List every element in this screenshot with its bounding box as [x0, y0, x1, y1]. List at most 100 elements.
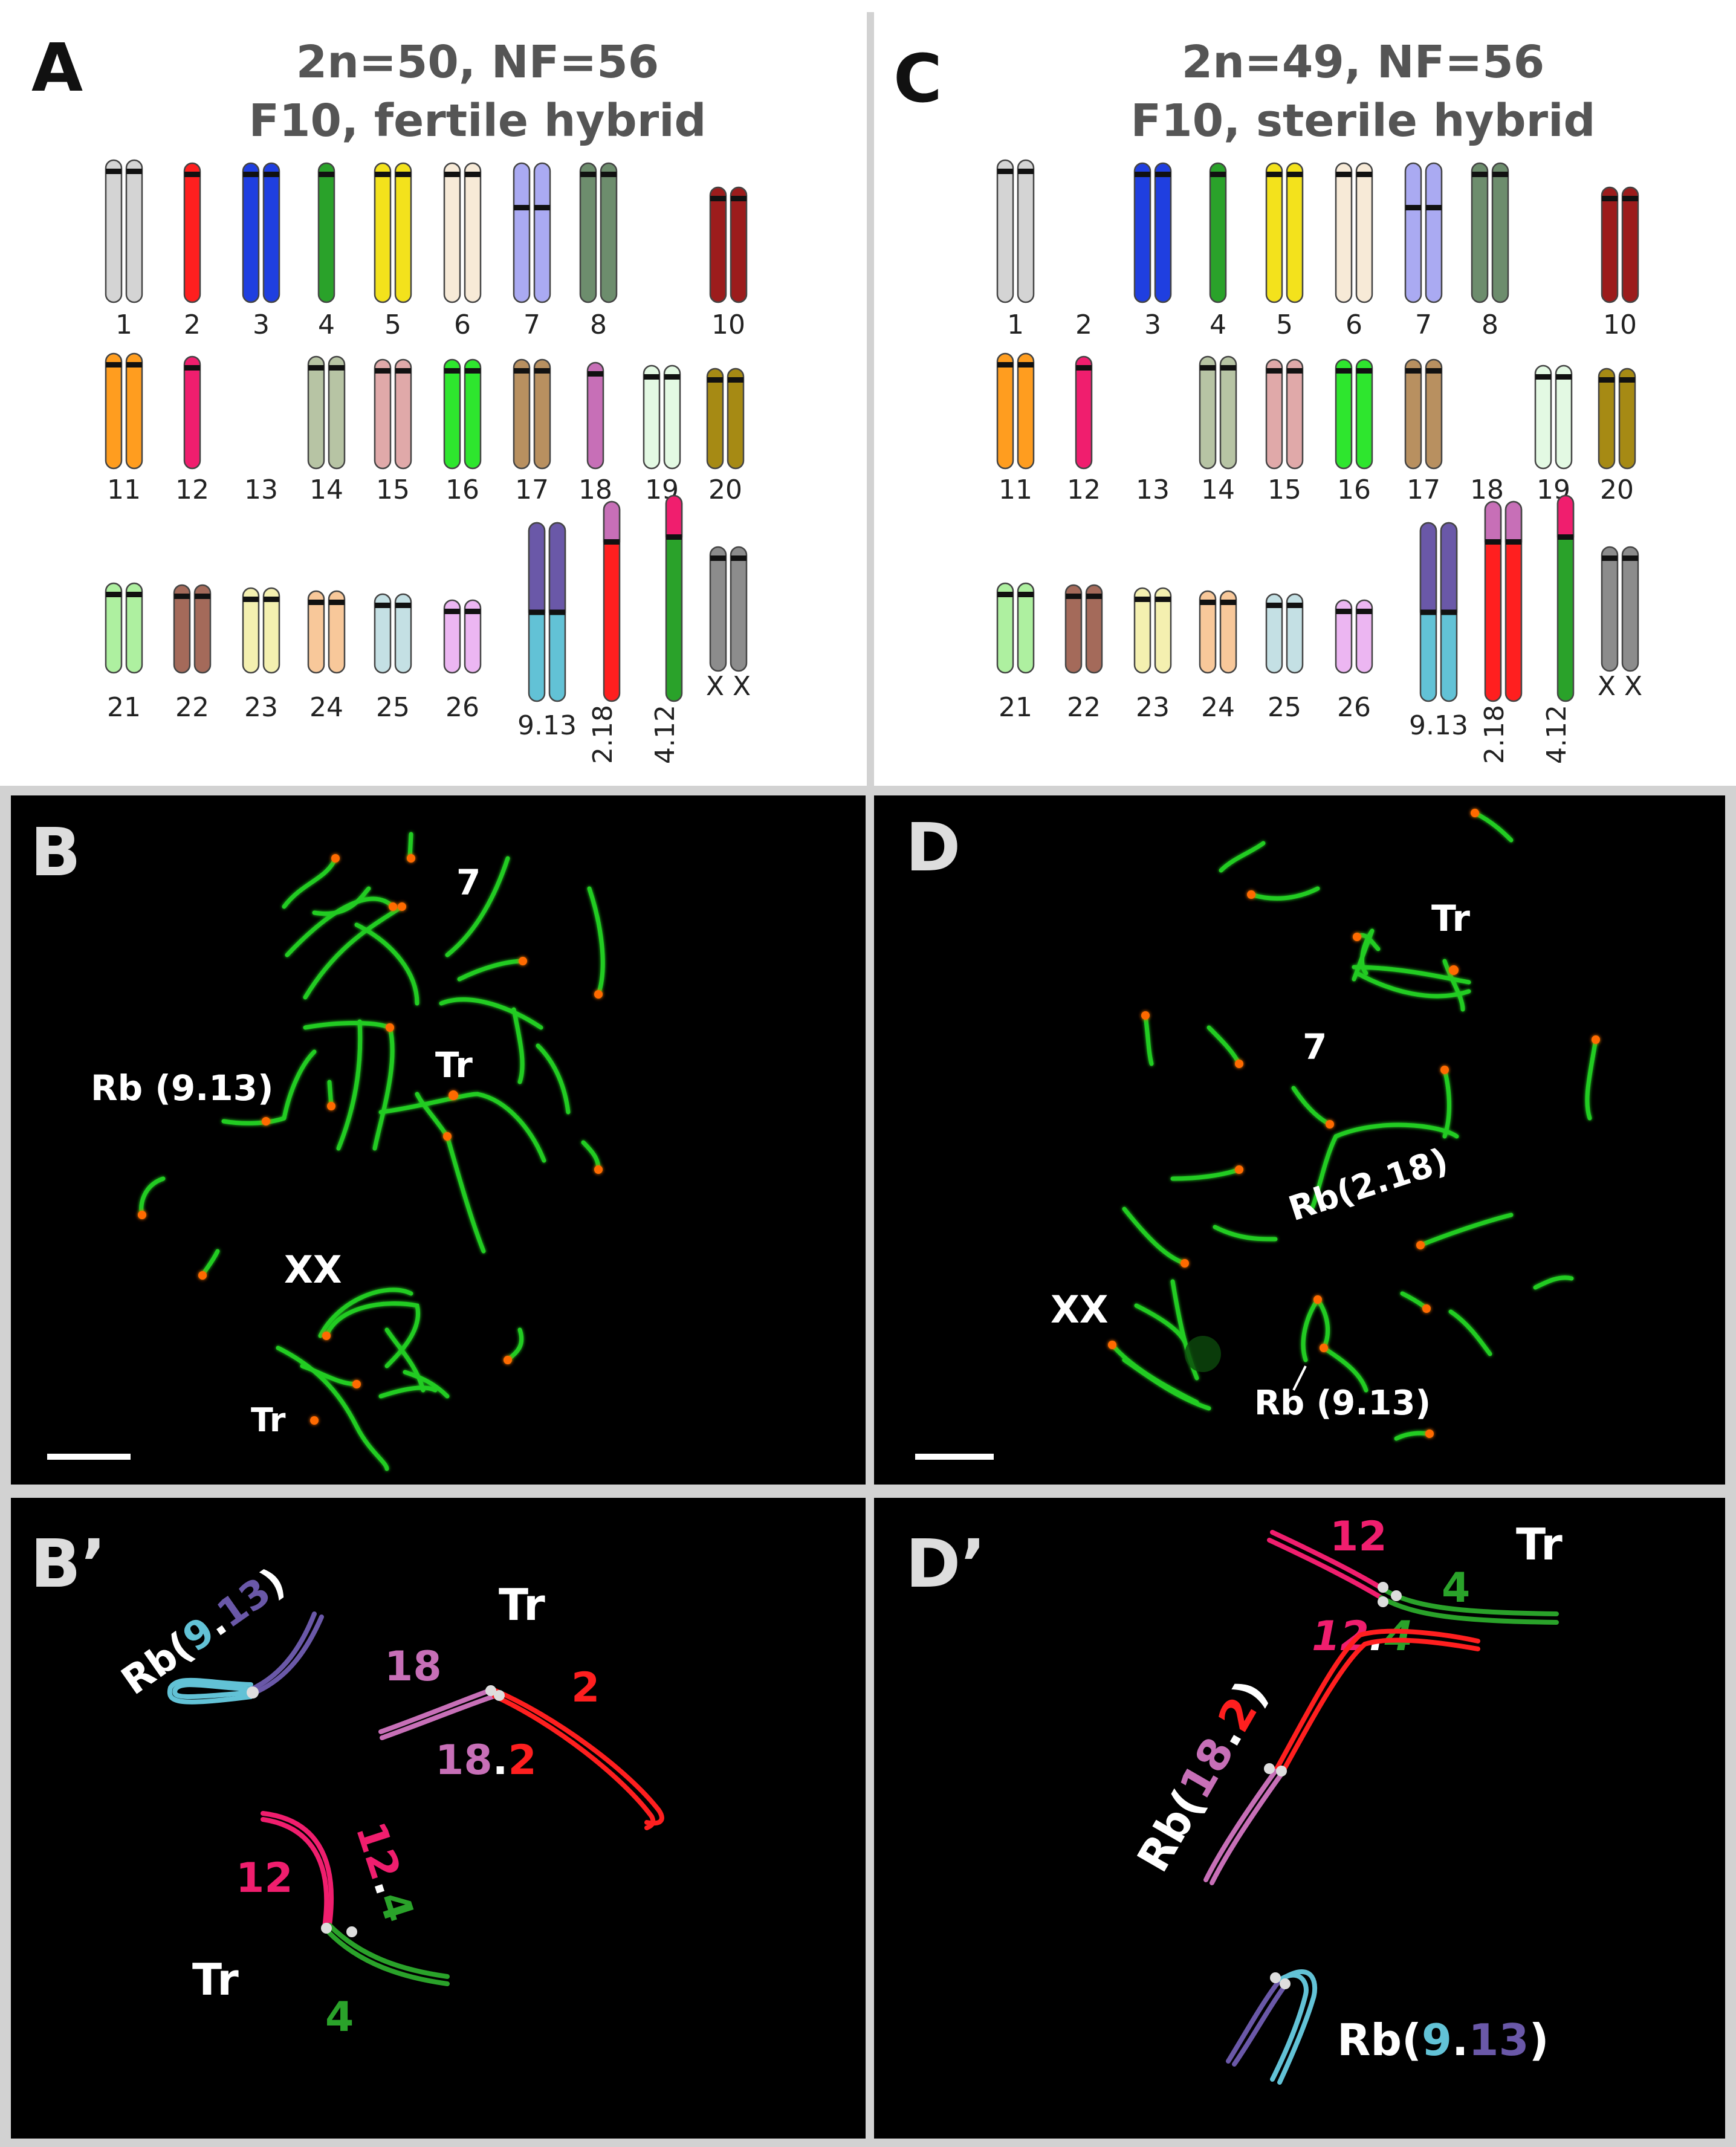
- sc-strand: [445, 1134, 486, 1254]
- chromosome-10-homolog-b-centromere-band: [1622, 196, 1638, 201]
- panel-D-synaptonemal-complexes: [1110, 811, 1598, 1441]
- chromosome-26-homolog-a-body: [1335, 599, 1353, 674]
- chromosome-19-homolog-b: [1555, 364, 1573, 470]
- dp-rb2-dot: .: [1452, 2015, 1468, 2065]
- chromosome-15-homolog-a: [374, 358, 392, 470]
- sc-strand: [1585, 1037, 1598, 1121]
- chromosome-x-homolog-b: [1621, 546, 1639, 672]
- sc-strand: [1219, 841, 1266, 873]
- dp-chr18-arm-b: [1210, 1772, 1284, 1885]
- chromosome-8-homolog-b-centromere-band: [1492, 172, 1508, 177]
- sc-strand: [1333, 1122, 1459, 1139]
- panel-D-label-tr: Tr: [1431, 898, 1470, 940]
- chromosome-label-4: 4: [318, 309, 335, 340]
- chromosome-6-homolog-a-body: [443, 162, 461, 303]
- telomere-signal: [1235, 1060, 1243, 1068]
- chromosome-label-20: 20: [708, 474, 742, 505]
- chromosome-25-homolog-b-body: [394, 593, 412, 674]
- chromosome-24-homolog-a: [1199, 590, 1217, 674]
- chromosome-label-10: 10: [1603, 309, 1637, 340]
- fusion-9-13-homolog-b-upper-arm: [548, 522, 566, 613]
- chromosome-25-homolog-a-body: [1265, 593, 1283, 674]
- dp-centromere: [1270, 1972, 1281, 1983]
- chromosome-x-homolog-b: [730, 546, 748, 672]
- fusion-9-13-homolog-b-centromere-band: [549, 609, 565, 615]
- chromosome-16-homolog-b-body: [1355, 358, 1373, 470]
- chromosome-3-homolog-b-centromere-band: [264, 172, 279, 177]
- chromosome-11-homolog-a: [996, 352, 1014, 470]
- chromosome-3-homolog-b-centromere-band: [1155, 172, 1171, 177]
- chromosome-4-homolog-body: [317, 162, 335, 303]
- chromosome-1-homolog-b-body: [1017, 159, 1035, 303]
- chromosome-23-homolog-a-centromere-band: [243, 597, 259, 602]
- chromosome-label-25: 25: [1268, 692, 1301, 723]
- chromosome-11-homolog-b-body: [125, 352, 143, 470]
- chromosome-3-homolog-a-body: [1133, 162, 1151, 303]
- chromosome-25-homolog-a: [374, 593, 392, 674]
- chromosome-23-homolog-b-centromere-band: [264, 597, 279, 602]
- chromosome-15-homolog-a-body: [374, 358, 392, 470]
- chromosome-6-homolog-a: [443, 162, 461, 303]
- chromosome-26-homolog-a-centromere-band: [1336, 609, 1352, 614]
- fusion-2-18-homolog-a-centromere-band: [1485, 539, 1501, 545]
- chromosome-16-homolog-a: [443, 358, 461, 470]
- chromosome-11-homolog-a: [105, 352, 123, 470]
- chromosome-19-homolog-b-centromere-band: [664, 374, 680, 380]
- panel-B-label-tr: Tr: [435, 1044, 473, 1086]
- chromosome-x-homolog-a-centromere-band: [710, 555, 726, 561]
- dp-rb2-suffix: ): [1529, 2015, 1549, 2065]
- chromosome-15-homolog-b-centromere-band: [395, 368, 411, 374]
- chromosome-26-homolog-b-body: [464, 599, 482, 674]
- fusion-9-13-homolog-b: [1440, 522, 1458, 702]
- panel-B-telomere-signals: [138, 854, 603, 1425]
- chromosome-label-15: 15: [1268, 474, 1301, 505]
- chromosome-1-homolog-b-centromere-band: [1018, 169, 1034, 174]
- telomere-signal: [1247, 890, 1255, 899]
- sc-strand: [372, 1025, 395, 1151]
- chromosome-x-homolog-b-centromere-band: [1622, 555, 1638, 561]
- bp-chr13-arm-b: [248, 1614, 324, 1697]
- chromosome-label-13: 13: [1136, 474, 1170, 505]
- chromosome-3-homolog-a-centromere-band: [243, 172, 259, 177]
- chromosome-10-homolog-a-centromere-band: [1602, 196, 1618, 201]
- chromosome-1-homolog-b-body: [125, 159, 143, 303]
- bp-centromere: [346, 1926, 357, 1937]
- chromosome-8-homolog-b-centromere-band: [601, 172, 617, 177]
- dp-rb2-prefix: Rb(: [1337, 2015, 1422, 2065]
- sc-strand: [1472, 811, 1514, 843]
- chromosome-17-homolog-a-centromere-band: [1405, 368, 1421, 374]
- chromosome-8-homolog-b-body: [1491, 162, 1509, 303]
- chromosome-11-homolog-b-centromere-band: [126, 362, 142, 368]
- chromosome-23-homolog-a-body: [1133, 587, 1151, 674]
- chromosome-2-homolog-body: [183, 162, 201, 303]
- dp-centromere: [1378, 1582, 1388, 1593]
- chromosome-21-homolog-b-centromere-band: [1018, 592, 1034, 597]
- sc-strand: [318, 1287, 413, 1338]
- sc-strand: [303, 1021, 392, 1030]
- chromosome-label-12: 12: [1067, 474, 1101, 505]
- chromosome-21-homolog-a: [105, 582, 123, 674]
- chromosome-label-25: 25: [376, 692, 410, 723]
- chromosome-15-homolog-b-body: [394, 358, 412, 470]
- chromosome-7-homolog-a: [513, 162, 531, 303]
- chromosome-3-homolog-b-body: [262, 162, 280, 303]
- chromosome-label-23: 23: [244, 692, 278, 723]
- chromosome-label-16: 16: [1337, 474, 1371, 505]
- bp-chr4-arm-b: [325, 1929, 450, 1986]
- sc-strand: [384, 1327, 426, 1393]
- chromosome-10-homolog-b-centromere-band: [731, 196, 747, 201]
- chromosome-23-homolog-b-body: [1154, 587, 1172, 674]
- chromosome-3-homolog-b: [1154, 162, 1172, 303]
- sc-strand: [1143, 1013, 1154, 1066]
- fusion-2-18-homolog-upper-arm: [603, 500, 621, 543]
- chromosome-label-4: 4: [1210, 309, 1226, 340]
- bp-chr13-arm: [248, 1611, 317, 1692]
- chromosome-22-homolog-b: [193, 584, 212, 674]
- chromosome-5-homolog-b-centromere-band: [1287, 172, 1303, 177]
- dp-chr13-arm: [1226, 1977, 1283, 2064]
- chromosome-14-homolog-b: [1219, 355, 1237, 470]
- panel-A-title-line1: 2n=50, NF=56: [296, 36, 659, 88]
